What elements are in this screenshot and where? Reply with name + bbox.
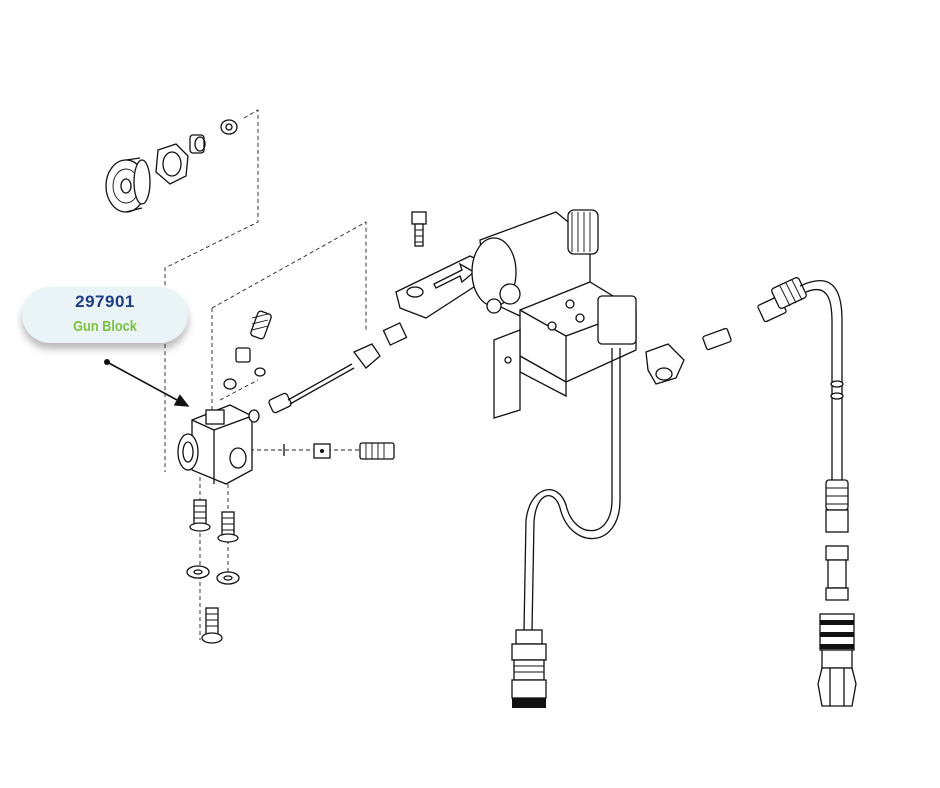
leader-arrow	[104, 359, 190, 407]
part-number-label: 297901	[75, 292, 135, 311]
part-name-label: Gun Block	[73, 318, 137, 335]
dashed-assembly-lines	[164, 109, 380, 640]
air-hose	[757, 277, 857, 707]
electrical-cable	[511, 348, 621, 708]
nozzle-parts	[105, 119, 238, 213]
part-callout-bubble: 297901 Gun Block	[22, 287, 188, 343]
gun-block	[177, 404, 253, 485]
solenoid-module	[395, 209, 732, 419]
bottom-screws	[186, 499, 240, 644]
block-fittings	[223, 310, 408, 460]
